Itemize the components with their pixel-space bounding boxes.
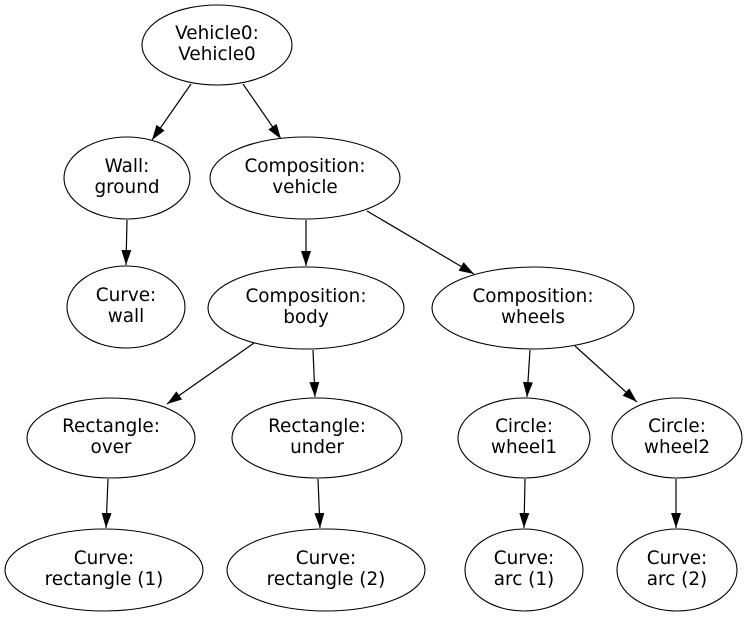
edge-composition-wheels-circle-wheel2 [574, 345, 638, 403]
node-wall-ground: Wall: ground [63, 136, 191, 220]
node-label-line1: Composition: [245, 286, 366, 307]
edge-composition-body-rectangle-under [309, 349, 320, 398]
node-curve-rectangle-2: Curve: rectangle (2) [226, 528, 426, 612]
node-ellipse [611, 397, 743, 479]
edge-vehicle0-composition-vehicle [242, 83, 282, 140]
edge-composition-vehicle-composition-wheels [366, 210, 475, 275]
edge-composition-wheels-circle-wheel1 [522, 349, 533, 398]
node-composition-wheels: Composition: wheels [431, 266, 635, 350]
node-circle-wheel1: Circle: wheel1 [457, 397, 591, 479]
node-ellipse [616, 528, 738, 612]
node-label-line2: rectangle (2) [267, 569, 386, 590]
node-label-line2: arc (2) [647, 569, 707, 590]
node-label-line2: wall [108, 306, 145, 327]
node-label-line1: Rectangle: [62, 416, 160, 437]
node-label-line1: Circle: [495, 416, 553, 437]
node-circle-wheel2: Circle: wheel2 [611, 397, 743, 479]
node-ellipse [207, 266, 405, 350]
node-curve-wall: Curve: wall [66, 265, 186, 349]
node-label-line2: vehicle [272, 177, 338, 198]
node-label-line2: ground [94, 177, 159, 198]
node-label-line2: over [90, 437, 131, 458]
edge-rectangle-under-curve-rectangle-2 [314, 478, 325, 529]
edge-rectangle-over-curve-rectangle-1 [101, 478, 112, 529]
edge-vehicle0-wall-ground [151, 83, 192, 141]
node-label-line1: Vehicle0: [175, 23, 259, 44]
node-label-line1: Circle: [648, 416, 706, 437]
node-rectangle-over: Rectangle: over [26, 397, 196, 479]
node-ellipse [457, 397, 591, 479]
edges [101, 83, 681, 529]
node-label-line2: body [283, 307, 329, 328]
node-label-line2: wheel1 [491, 437, 557, 458]
node-label-line2: arc (1) [494, 569, 554, 590]
node-composition-body: Composition: body [207, 266, 405, 350]
node-label-line1: Curve: [296, 548, 356, 569]
node-label-line2: wheel2 [644, 437, 710, 458]
node-ellipse [226, 528, 426, 612]
node-label-line1: Wall: [105, 156, 150, 177]
node-ellipse [464, 528, 584, 612]
node-rectangle-under: Rectangle: under [231, 397, 403, 479]
node-ellipse [431, 266, 635, 350]
node-label-line1: Composition: [244, 156, 365, 177]
node-curve-rectangle-1: Curve: rectangle (1) [4, 528, 204, 612]
node-ellipse [231, 397, 403, 479]
node-vehicle0: Vehicle0: Vehicle0 [141, 4, 293, 86]
edge-circle-wheel1-curve-arc-1 [519, 478, 530, 529]
node-label-line1: Curve: [74, 548, 134, 569]
node-curve-arc-1: Curve: arc (1) [464, 528, 584, 612]
node-ellipse [141, 4, 293, 86]
node-curve-arc-2: Curve: arc (2) [616, 528, 738, 612]
node-label-line2: under [290, 437, 344, 458]
node-label-line2: Vehicle0 [178, 44, 255, 65]
node-label-line2: rectangle (1) [45, 569, 164, 590]
edge-wall-ground-curve-wall [121, 219, 132, 266]
node-ellipse [209, 136, 401, 220]
node-label-line1: Curve: [494, 548, 554, 569]
node-ellipse [26, 397, 196, 479]
node-ellipse [66, 265, 186, 349]
node-label-line1: Composition: [472, 286, 593, 307]
node-composition-vehicle: Composition: vehicle [209, 136, 401, 220]
node-ellipse [4, 528, 204, 612]
edge-composition-body-rectangle-over [166, 342, 255, 405]
node-label-line1: Curve: [96, 285, 156, 306]
node-label-line1: Rectangle: [268, 416, 366, 437]
node-ellipse [63, 136, 191, 220]
node-label-line2: wheels [501, 307, 565, 328]
node-label-line1: Curve: [647, 548, 707, 569]
